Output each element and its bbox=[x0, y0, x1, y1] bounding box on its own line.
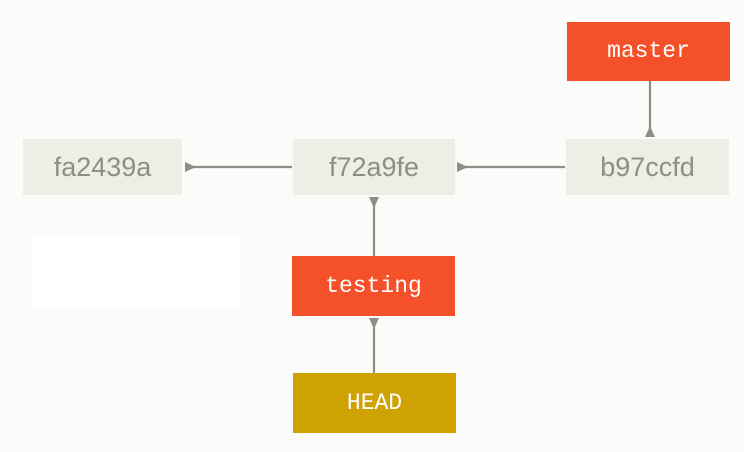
commit-node-fa2439a[interactable]: fa2439a bbox=[23, 139, 182, 195]
commit-label: f72a9fe bbox=[328, 151, 420, 182]
branch-node-master[interactable]: master bbox=[567, 22, 730, 81]
blank-rectangle bbox=[33, 235, 240, 307]
head-node-head[interactable]: HEAD bbox=[293, 373, 456, 433]
branch-label: testing bbox=[325, 272, 422, 299]
branch-label: master bbox=[607, 38, 690, 64]
branch-node-testing[interactable]: testing bbox=[292, 256, 455, 316]
commit-node-f72a9fe[interactable]: f72a9fe bbox=[293, 139, 455, 195]
head-label: HEAD bbox=[346, 389, 403, 416]
commit-label: fa2439a bbox=[53, 151, 152, 182]
commit-node-b97ccfd[interactable]: b97ccfd bbox=[566, 139, 729, 195]
commit-label: b97ccfd bbox=[600, 151, 695, 182]
